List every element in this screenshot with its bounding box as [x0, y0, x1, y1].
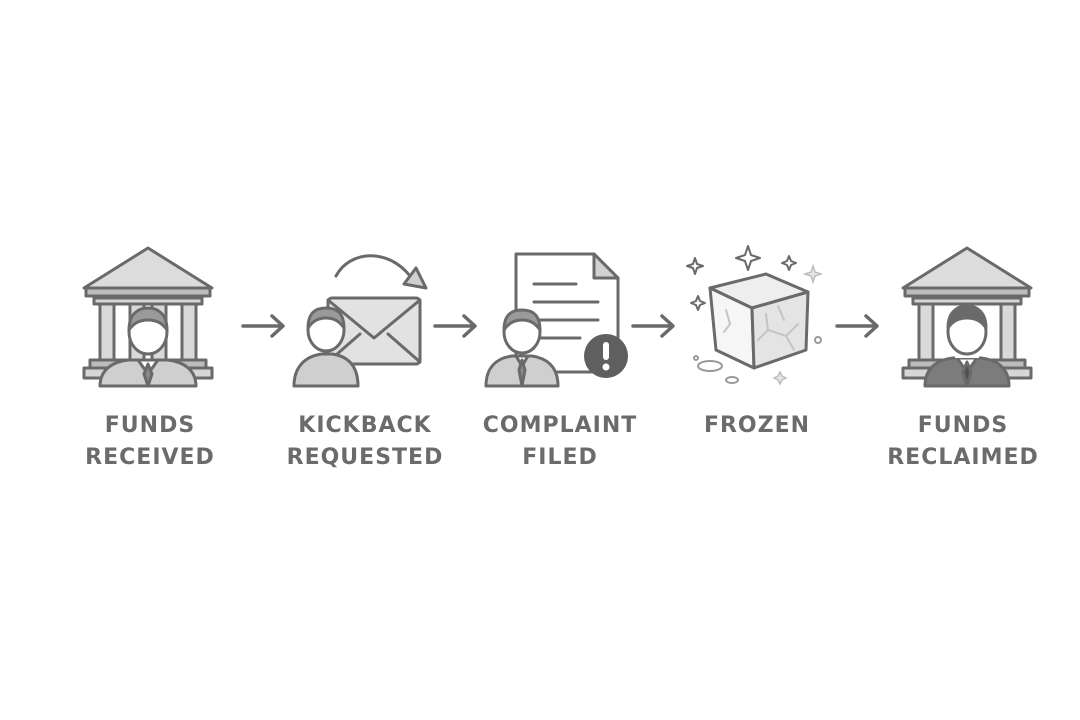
- step-label-line: FUNDS: [50, 410, 250, 442]
- ice-cube-icon: [682, 240, 827, 390]
- person-envelope-icon: [288, 246, 438, 392]
- arrow-right-icon: [240, 312, 288, 340]
- step-label-line: KICKBACK: [265, 410, 465, 442]
- step-label-funds-reclaimed: FUNDS RECLAIMED: [863, 410, 1063, 474]
- step-label-complaint-filed: COMPLAINT FILED: [460, 410, 660, 474]
- step-label-line: FILED: [460, 442, 660, 474]
- step-label-funds-received: FUNDS RECEIVED: [50, 410, 250, 474]
- bank-person-icon: [78, 242, 218, 392]
- arrow-right-icon: [834, 312, 882, 340]
- person-document-alert-icon: [480, 248, 635, 392]
- step-label-line: FUNDS: [863, 410, 1063, 442]
- step-label-line: FROZEN: [657, 410, 857, 442]
- step-label-frozen: FROZEN: [657, 410, 857, 442]
- step-label-line: RECEIVED: [50, 442, 250, 474]
- bank-person-icon: [897, 242, 1037, 392]
- step-label-line: REQUESTED: [265, 442, 465, 474]
- arrow-right-icon: [432, 312, 480, 340]
- step-label-line: COMPLAINT: [460, 410, 660, 442]
- step-label-kickback-requested: KICKBACK REQUESTED: [265, 410, 465, 474]
- step-label-line: RECLAIMED: [863, 442, 1063, 474]
- arrow-right-icon: [630, 312, 678, 340]
